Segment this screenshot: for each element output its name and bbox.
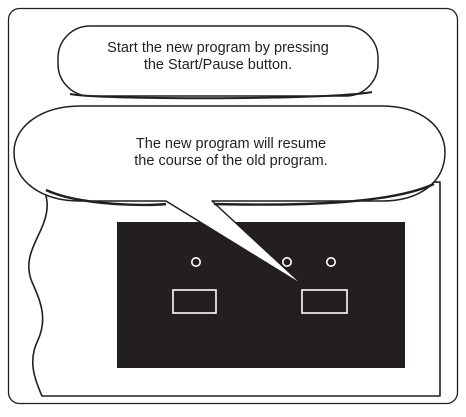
callout-top-line-2: the Start/Pause button. <box>143 57 293 73</box>
callout-bottom-line-1: The new program will resume <box>135 136 327 152</box>
callout-top-line-1: Start the new program by pressing <box>107 40 329 56</box>
control-panel <box>117 222 405 368</box>
indicator-light-left-icon <box>191 256 202 267</box>
callout-bottom-bubble <box>13 105 446 287</box>
start-pause-button-icon <box>301 289 348 314</box>
callout-bottom-shadow <box>45 188 167 207</box>
callout-bottom-shadow-right <box>213 182 435 206</box>
callout-top-text: Start the new program by pressing the St… <box>62 40 374 74</box>
indicator-light-right-icon <box>325 256 336 267</box>
callout-bottom-text: The new program will resume the course o… <box>50 136 412 170</box>
callout-bottom-line-2: the course of the old program. <box>134 153 328 169</box>
left-button-icon <box>172 289 217 314</box>
callout-top-bubble <box>57 25 379 97</box>
indicator-light-middle-icon <box>281 256 292 267</box>
callout-top-shadow <box>69 91 373 100</box>
